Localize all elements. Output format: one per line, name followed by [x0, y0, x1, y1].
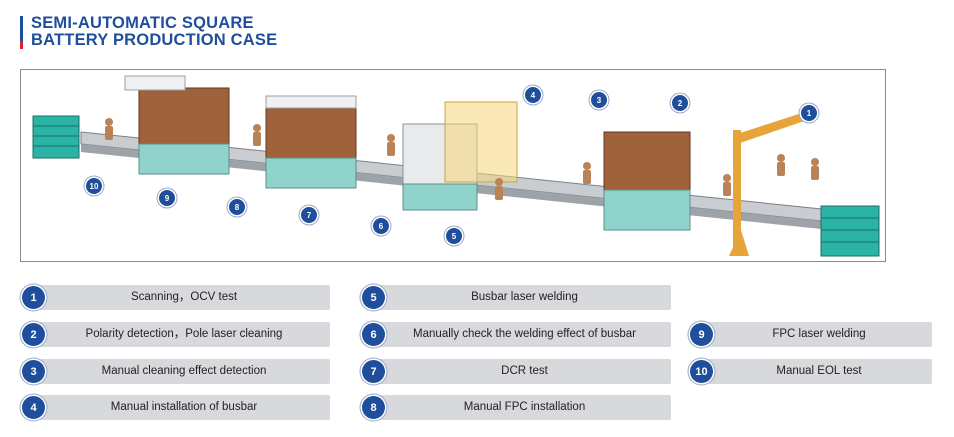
legend-item-9: FPC laser welding 9 [690, 322, 932, 347]
legend-label: Manual FPC installation [463, 401, 586, 413]
legend-bar [374, 395, 671, 420]
callout-2: 2 [672, 95, 688, 111]
callout-5: 5 [446, 228, 462, 244]
legend-label: Manual cleaning effect detection [101, 365, 267, 377]
legend-item-5: Busbar laser welding 5 [362, 285, 671, 310]
legend-bar [374, 285, 671, 310]
legend-item-6: Manually check the welding effect of bus… [362, 322, 671, 347]
callout-1: 1 [801, 105, 817, 121]
title-line-2: BATTERY PRODUCTION CASE [31, 31, 278, 49]
legend-item-4: Manual installation of busbar 4 [22, 395, 330, 420]
right-storage-rack [820, 205, 880, 257]
title-bar-accent [20, 16, 23, 49]
station-machine-right [603, 131, 691, 231]
legend-number-badge: 5 [362, 286, 385, 309]
callout-9: 9 [159, 190, 175, 206]
legend-bar [374, 322, 671, 347]
callout-10: 10 [86, 178, 102, 194]
legend-label: FPC laser welding [772, 328, 866, 340]
legend-label: Polarity detection，Pole laser cleaning [85, 328, 283, 340]
legend-item-10: Manual EOL test 10 [690, 359, 932, 384]
station-machine-mid-left [265, 95, 357, 189]
callout-8: 8 [229, 199, 245, 215]
legend-number-badge: 6 [362, 323, 385, 346]
legend-label: Manual installation of busbar [110, 401, 258, 413]
production-line-illustration [32, 75, 880, 257]
page-title: SEMI-AUTOMATIC SQUARE BATTERY PRODUCTION… [31, 15, 277, 49]
workers [105, 118, 819, 200]
legend-label: Manually check the welding effect of bus… [413, 328, 636, 340]
legend-number-badge: 3 [22, 360, 45, 383]
legend-item-8: Manual FPC installation 8 [362, 395, 671, 420]
legend-label: Manual EOL test [776, 365, 862, 377]
legend-bar [374, 359, 671, 384]
callout-3: 3 [591, 92, 607, 108]
station-machine-left [124, 75, 230, 175]
legend-bar [34, 395, 330, 420]
legend-number-badge: 1 [22, 286, 45, 309]
legend-number-badge: 2 [22, 323, 45, 346]
legend-bar [34, 322, 330, 347]
jib-crane [729, 110, 813, 256]
legend-item-7: DCR test 7 [362, 359, 671, 384]
legend-label: Busbar laser welding [471, 291, 578, 303]
legend-bar [34, 285, 330, 310]
legend-label: DCR test [501, 365, 548, 377]
legend-item-3: Manual cleaning effect detection 3 [22, 359, 330, 384]
production-line-diagram: 1 2 3 4 5 6 7 8 9 10 [20, 69, 886, 262]
station-machine-center [402, 101, 518, 211]
callout-4: 4 [525, 87, 541, 103]
legend-number-badge: 9 [690, 323, 713, 346]
left-storage-rack [32, 115, 80, 159]
legend-label: Scanning，OCV test [130, 291, 238, 303]
legend-bar [34, 359, 330, 384]
callout-7: 7 [301, 207, 317, 223]
legend-number-badge: 10 [690, 360, 713, 383]
callout-6: 6 [373, 218, 389, 234]
legend-bar [702, 322, 932, 347]
legend-number-badge: 7 [362, 360, 385, 383]
legend-number-badge: 8 [362, 396, 385, 419]
title-line-1: SEMI-AUTOMATIC SQUARE [31, 14, 254, 32]
title-red-marker [20, 41, 23, 49]
legend-number-badge: 4 [22, 396, 45, 419]
legend-item-2: Polarity detection，Pole laser cleaning 2 [22, 322, 330, 347]
legend-bar [702, 359, 932, 384]
legend-item-1: Scanning，OCV test 1 [22, 285, 330, 310]
